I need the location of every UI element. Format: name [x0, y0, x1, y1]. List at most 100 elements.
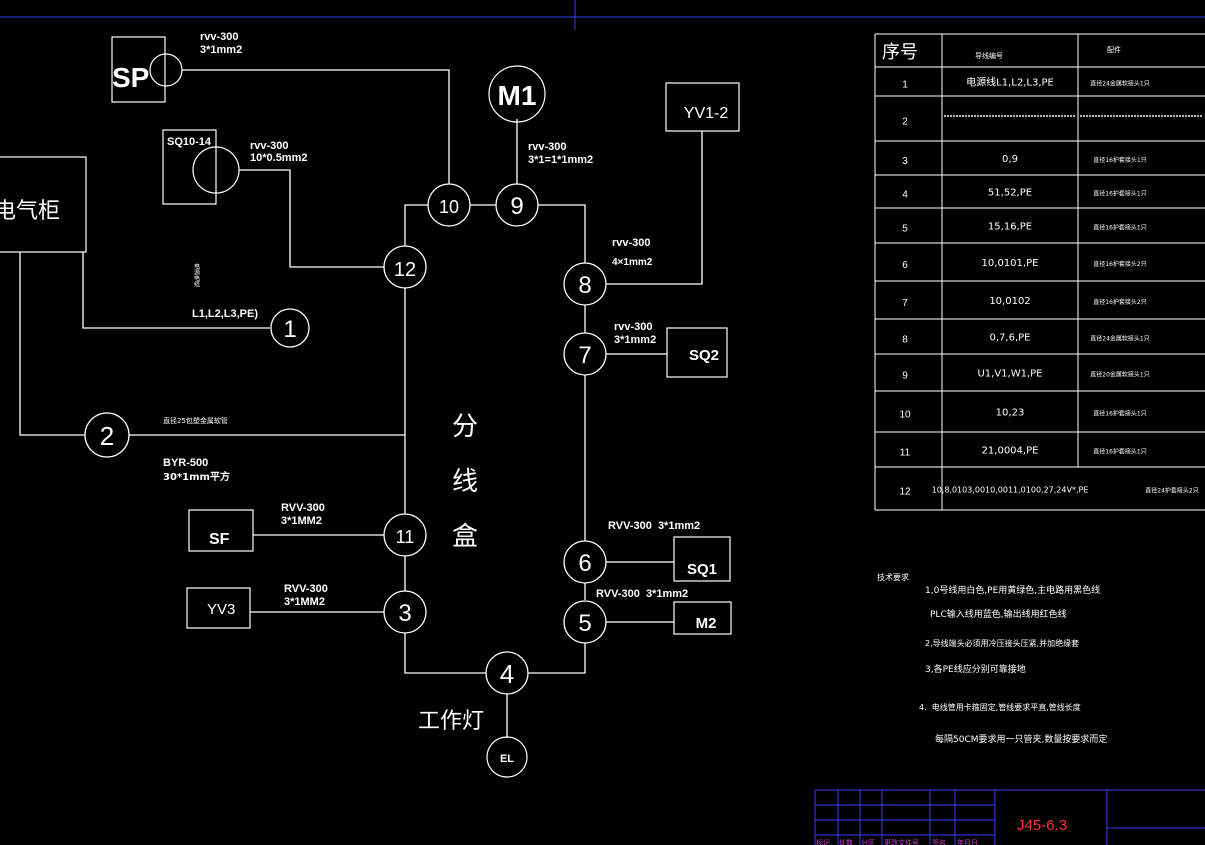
table-row-number: 11: [900, 448, 911, 459]
junction-box-char-2: 线: [452, 467, 478, 497]
table-row-remark: 直径16护套接头2只: [1093, 260, 1146, 268]
terminal-10-label: 10: [439, 197, 459, 217]
table-row-wire: 10,8,0103,0010,0011,0100,27,24V*,PE: [932, 486, 1089, 495]
table-row-number: 12: [899, 487, 911, 498]
terminal-5: [563, 600, 607, 644]
terminal-1: [270, 308, 310, 348]
terminal-3: [383, 590, 427, 634]
power-cable-vertical: 电源电缆: [193, 262, 200, 288]
note-4b: 每隔50CM要求用一只管夹,数量按要求而定: [935, 733, 1107, 745]
terminal-1-label: 1: [283, 316, 296, 343]
table-row-remark: 直径16护套接头1只: [1093, 448, 1146, 456]
table-row-number: 10: [899, 410, 911, 421]
title-block: J45-6.3 标记处数分区更改文件号签名年月日: [814, 789, 1205, 845]
title-block-header: 更改文件号: [884, 838, 919, 845]
sp-box: [111, 36, 166, 103]
table-row-wire: 10,0101,PE: [982, 258, 1039, 269]
byr-cable-size: 30*1mm平方: [163, 470, 230, 483]
terminal-8-label: 8: [578, 272, 591, 299]
table-row-remark: 直径16护套接头1只: [1093, 410, 1146, 418]
sp-cable-size: 3*1mm2: [200, 44, 242, 56]
m2-label: M2: [696, 615, 717, 632]
table-row-remark: 直径16护套接头1只: [1093, 156, 1146, 164]
el-lamp-icon: [486, 736, 528, 778]
junction-box-label: 分 线 盒: [452, 412, 478, 552]
notes-title: 技术要求: [877, 572, 909, 582]
yv3-label: YV3: [207, 601, 235, 618]
table-row-number: 7: [902, 298, 908, 309]
sq2-box: [666, 327, 728, 378]
sq10-cable-size: 10*0.5mm2: [250, 152, 308, 164]
sf-label: SF: [209, 531, 230, 548]
table-row-wire: 10,23: [996, 408, 1025, 419]
table-row-wire: 0,7,6,PE: [990, 333, 1031, 344]
t2-cable-label: 直径25包塑金属软管: [163, 416, 228, 425]
terminal-11-label: 11: [396, 527, 415, 547]
terminals: 10 9 12 8 1 7 2 11 6 3 5 4: [84, 183, 607, 695]
sf-cable-type: RVV-300: [281, 502, 325, 514]
sq10-cable-type: rvv-300: [250, 140, 289, 152]
note-1b: PLC输入线用蓝色,输出线用红色线: [930, 608, 1067, 620]
title-block-header: 处数: [839, 838, 853, 845]
note-1a: 1,0号线用白色,PE用黄绿色,主电路用黑色线: [925, 584, 1100, 596]
terminal-4-label: 4: [500, 659, 514, 689]
table-row-wire: 51,52,PE: [988, 188, 1032, 199]
terminal-2: [84, 412, 130, 458]
table-header-remark: 配件: [1107, 45, 1121, 54]
device-boxes: [0, 36, 740, 778]
note-4a: 4. 电线管用卡箍固定,管线要求平直,管线长度: [919, 702, 1081, 712]
table-row-wire: 0,9: [1002, 154, 1018, 165]
yv3-cable-size: 3*1MM2: [284, 596, 325, 608]
terminal-7-label: 7: [578, 342, 591, 369]
yv1-2-box: [665, 82, 740, 132]
el-label: EL: [500, 753, 514, 765]
sq10-14-contact-icon: [192, 146, 240, 194]
note-2: 2,导线端头必须用冷压接头压紧,并加绝缘套: [925, 638, 1079, 648]
table-row-number: 1: [902, 80, 908, 91]
sp-cable-type: rvv-300: [200, 31, 239, 43]
sq1-box: [673, 536, 731, 582]
junction-box-char-3: 盒: [452, 522, 478, 552]
device-labels: SP SQ10-14 M1 YV1-2 电气柜 SQ2 SF YV3 SQ1 M…: [0, 62, 728, 765]
sq2-cable-size: 3*1mm2: [614, 334, 656, 346]
yv1-2-label: YV1-2: [684, 105, 729, 122]
m1-cable-type: rvv-300: [528, 141, 567, 153]
sp-label: SP: [112, 62, 149, 93]
table-row-wire: 10,0102: [989, 296, 1030, 307]
table-header-wire: 导线编号: [975, 51, 1003, 60]
table-row-wire: U1,V1,W1,PE: [977, 369, 1042, 380]
table-row-remark: 直径16护套接头1只: [1093, 224, 1146, 232]
work-lamp-label: 工作灯: [418, 709, 484, 734]
terminal-10: [427, 183, 471, 227]
terminal-11: [383, 513, 427, 557]
t8-cable-type: rvv-300: [612, 237, 651, 249]
t8-cable-size: 4×1mm2: [612, 257, 653, 268]
sq2-label: SQ2: [689, 347, 719, 364]
table-row-wire: 15,16,PE: [988, 222, 1032, 233]
table-row-number: 4: [902, 190, 908, 201]
terminal-9: [495, 183, 539, 227]
table-row-number: 2: [902, 117, 908, 128]
table-row-remark: 直径24金属软接头1只: [1090, 80, 1149, 88]
sq1-cable-label: RVV-300 3*1mm2: [608, 520, 700, 532]
m2-box: [673, 601, 732, 635]
terminal-4: [485, 651, 529, 695]
table-row-number: 6: [902, 260, 908, 271]
table-row-remark: 直径16护套接头1只: [1093, 190, 1146, 198]
table-row-number: 5: [902, 224, 908, 235]
sq10-14-label: SQ10-14: [167, 136, 212, 148]
sq10-14-box: [162, 129, 217, 205]
table-row-number: 3: [902, 156, 908, 167]
table-row-remark: 直径24护套接头2只: [1145, 487, 1198, 495]
m1-label: M1: [498, 80, 537, 111]
drawing-number: J45-6.3: [1017, 817, 1067, 834]
cabinet-label: 电气柜: [0, 199, 60, 224]
junction-box-char-1: 分: [452, 412, 478, 442]
table-row-remark: 直径16护套接头2只: [1093, 298, 1146, 306]
cabinet-box: [0, 156, 87, 253]
power-cable-label: L1,L2,L3,PE): [192, 308, 258, 320]
terminal-7: [563, 332, 607, 376]
sq1-label: SQ1: [687, 561, 717, 578]
